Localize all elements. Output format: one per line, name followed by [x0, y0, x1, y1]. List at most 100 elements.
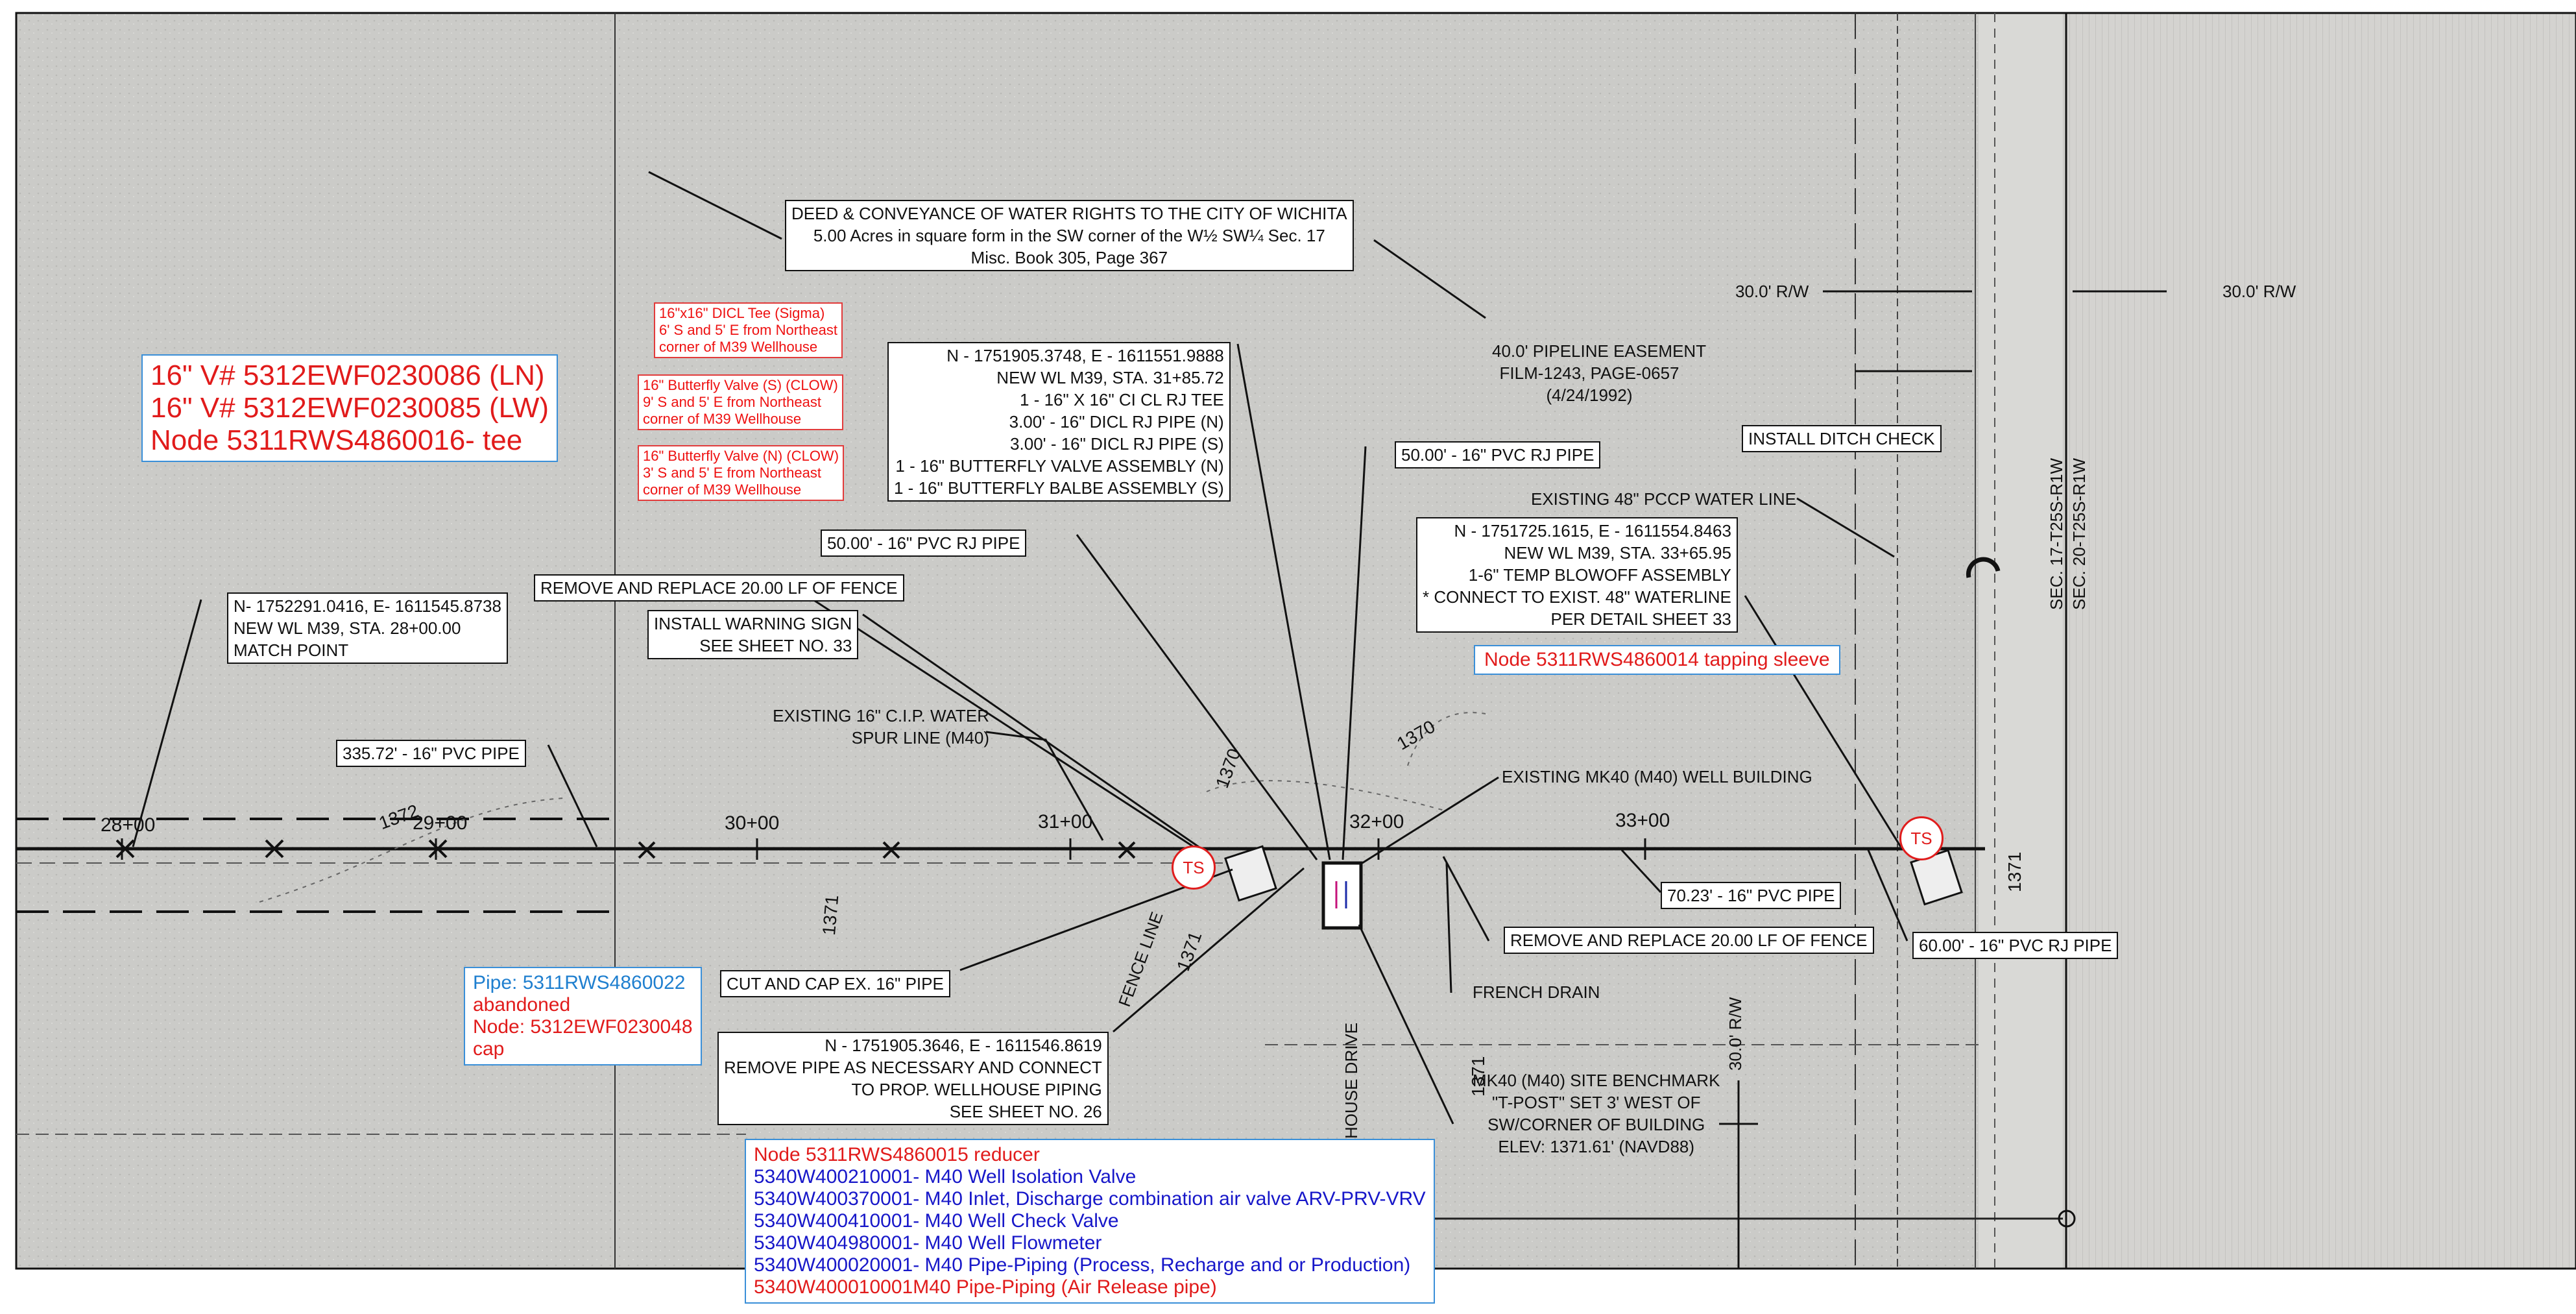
existing-48-callout: EXISTING 48" PCCP WATER LINE — [1531, 489, 1796, 509]
deed-line2: 5.00 Acres in square form in the SW corn… — [813, 226, 1325, 245]
tee-assembly-line4: 3.00' - 16" DICL RJ PIPE (N) — [1009, 412, 1224, 432]
existing-spur-line2: SPUR LINE (M40) — [851, 728, 989, 748]
station-28: 28+00 — [101, 814, 156, 836]
valve-s-line2: 9' S and 5' E from Northeast — [643, 394, 821, 410]
station-33: 33+00 — [1615, 810, 1670, 831]
reducer-note-line4: 5340W400410001- M40 Well Check Valve — [754, 1210, 1119, 1232]
pvc-335-callout: 335.72' - 16" PVC PIPE — [336, 740, 526, 767]
benchmark-line3: SW/CORNER OF BUILDING — [1487, 1115, 1705, 1134]
match-point-callout: N- 1752291.0416, E- 1611545.8738 NEW WL … — [227, 592, 508, 664]
ditch-check-symbol — [1966, 557, 2001, 578]
tapping-sleeve-east-symbol: TS — [1899, 816, 1944, 860]
pipe-note-line4: cap — [473, 1038, 505, 1060]
ditch-check-callout: INSTALL DITCH CHECK — [1742, 425, 1942, 452]
french-drain-label: FRENCH DRAIN — [1473, 982, 1600, 1002]
existing-spur-callout: EXISTING 16" C.I.P. WATER SPUR LINE (M40… — [762, 705, 989, 749]
valve-n-note: 16" Butterfly Valve (N) (CLOW) 3' S and … — [638, 445, 845, 501]
fence-crosses — [115, 839, 1136, 859]
blowoff-line2: NEW WL M39, STA. 33+65.95 — [1504, 543, 1731, 563]
tee-location-line3: corner of M39 Wellhouse — [659, 339, 818, 355]
pvc-rj-50-west-callout: 50.00' - 16" PVC RJ PIPE — [821, 529, 1027, 557]
reducer-note-line5: 5340W404980001- M40 Well Flowmeter — [754, 1232, 1102, 1254]
road-strip — [1979, 13, 2063, 1269]
remove-pipe-callout: N - 1751905.3646, E - 1611546.8619 REMOV… — [717, 1032, 1109, 1125]
tee-assembly-line5: 3.00' - 16" DICL RJ PIPE (S) — [1010, 434, 1224, 454]
tapping-sleeve-note: Node 5311RWS4860014 tapping sleeve — [1474, 645, 1840, 675]
warning-sign-line2: SEE SHEET NO. 33 — [699, 636, 852, 655]
row-west-label: 30.0' R/W — [1735, 282, 1809, 301]
remove-pipe-line3: TO PROP. WELLHOUSE PIPING — [851, 1080, 1102, 1099]
row-vertical-label: 30.0' R/W — [1726, 997, 1745, 1071]
reducer-note-line6: 5340W400020001- M40 Pipe-Piping (Process… — [754, 1254, 1411, 1276]
tee-assembly-line6: 1 - 16" BUTTERFLY VALVE ASSEMBLY (N) — [895, 456, 1224, 476]
tee-assembly-line1: N - 1751905.3748, E - 1611551.9888 — [946, 346, 1224, 365]
pvc-rj-60-callout: 60.00' - 16" PVC RJ PIPE — [1912, 932, 2119, 959]
contour-1371-west: 1371 — [819, 894, 843, 936]
existing-spur-line1: EXISTING 16" C.I.P. WATER — [773, 706, 989, 725]
match-point-line1: N- 1752291.0416, E- 1611545.8738 — [234, 596, 501, 616]
valve-box-west — [1224, 845, 1277, 902]
wellhouse-building — [1321, 861, 1363, 930]
tee-node-note-line2: 16" V# 5312EWF0230085 (LW) — [150, 392, 549, 424]
tapping-sleeve-text: Node 5311RWS4860014 tapping sleeve — [1484, 649, 1830, 670]
tee-node-note-line1: 16" V# 5312EWF0230086 (LN) — [150, 359, 545, 391]
blowoff-line5: PER DETAIL SHEET 33 — [1550, 609, 1731, 629]
valve-s-line3: corner of M39 Wellhouse — [643, 411, 802, 427]
pvc-rj-50-north-callout: 50.00' - 16" PVC RJ PIPE — [1395, 441, 1601, 468]
section-20-label: SEC. 20-T25S-R1W — [2069, 457, 2089, 610]
tee-assembly-line7: 1 - 16" BUTTERFLY BALBE ASSEMBLY (S) — [894, 478, 1224, 498]
pipe-note-line1: Pipe: 5311RWS4860022 — [473, 972, 686, 993]
benchmark-line4: ELEV: 1371.61' (NAVD88) — [1498, 1137, 1695, 1156]
valve-s-note: 16" Butterfly Valve (S) (CLOW) 9' S and … — [638, 374, 843, 430]
valve-n-line1: 16" Butterfly Valve (N) (CLOW) — [643, 448, 839, 464]
row-east-label: 30.0' R/W — [2222, 282, 2296, 301]
station-31: 31+00 — [1038, 811, 1093, 833]
reducer-note-line2: 5340W400210001- M40 Well Isolation Valve — [754, 1166, 1137, 1187]
pvc-70-callout: 70.23' - 16" PVC PIPE — [1661, 882, 1842, 909]
blowoff-line1: N - 1751725.1615, E - 1611554.8463 — [1454, 521, 1731, 541]
aerial-field-east — [2060, 13, 2576, 1269]
cut-cap-callout: CUT AND CAP EX. 16" PIPE — [720, 970, 950, 997]
match-point-line2: NEW WL M39, STA. 28+00.00 — [234, 618, 461, 638]
mk40-building-callout: EXISTING MK40 (M40) WELL BUILDING — [1502, 767, 1812, 786]
deed-line1: DEED & CONVEYANCE OF WATER RIGHTS TO THE… — [791, 204, 1347, 223]
tee-location-line1: 16"x16" DICL Tee (Sigma) — [659, 305, 825, 321]
valve-s-line1: 16" Butterfly Valve (S) (CLOW) — [643, 377, 838, 393]
contour-line-2 — [1206, 780, 1447, 812]
section-17-label: SEC. 17-T25S-R1W — [2047, 457, 2066, 610]
benchmark-line2: "T-POST" SET 3' WEST OF — [1491, 1093, 1701, 1112]
remove-pipe-line4: SEE SHEET NO. 26 — [949, 1102, 1102, 1121]
station-30: 30+00 — [725, 812, 780, 834]
valve-n-line2: 3' S and 5' E from Northeast — [643, 465, 821, 481]
leader-lines — [132, 171, 1908, 1125]
easement-line3: (4/24/1992) — [1546, 385, 1633, 405]
contour-1371-east: 1371 — [2004, 851, 2025, 892]
deed-line3: Misc. Book 305, Page 367 — [970, 248, 1168, 267]
station-29: 29+00 — [413, 812, 468, 834]
tee-assembly-line3: 1 - 16" X 16" CI CL RJ TEE — [1020, 390, 1224, 409]
reducer-node-note: Node 5311RWS4860015 reducer 5340W4002100… — [745, 1139, 1435, 1304]
easement-line1: 40.0' PIPELINE EASEMENT — [1492, 341, 1707, 361]
remove-pipe-line1: N - 1751905.3646, E - 1611546.8619 — [825, 1036, 1102, 1055]
contour-1371-south: 1371 — [1468, 1056, 1488, 1097]
tee-location-line2: 6' S and 5' E from Northeast — [659, 322, 837, 338]
valve-n-line3: corner of M39 Wellhouse — [643, 481, 802, 498]
warning-sign-line1: INSTALL WARNING SIGN — [654, 614, 852, 633]
deed-callout: DEED & CONVEYANCE OF WATER RIGHTS TO THE… — [785, 200, 1354, 271]
tee-assembly-callout: N - 1751905.3748, E - 1611551.9888 NEW W… — [887, 342, 1231, 502]
match-point-line3: MATCH POINT — [234, 640, 349, 660]
tee-location-note: 16"x16" DICL Tee (Sigma) 6' S and 5' E f… — [654, 302, 843, 358]
row-dimension — [1719, 290, 2167, 1269]
fence-replace-south-callout: REMOVE AND REPLACE 20.00 LF OF FENCE — [1504, 927, 1874, 954]
blowoff-line4: * CONNECT TO EXIST. 48" WATERLINE — [1423, 587, 1731, 607]
blowoff-callout: N - 1751725.1615, E - 1611554.8463 NEW W… — [1416, 517, 1738, 633]
fence-replace-north-callout: REMOVE AND REPLACE 20.00 LF OF FENCE — [534, 574, 904, 602]
pipeline-easement-callout: 40.0' PIPELINE EASEMENT FILM-1243, PAGE-… — [1492, 340, 1707, 406]
reducer-note-line1: Node 5311RWS4860015 reducer — [754, 1144, 1040, 1165]
tapping-sleeve-west-symbol: TS — [1172, 846, 1216, 890]
pipe-abandoned-note: Pipe: 5311RWS4860022 abandoned Node: 531… — [464, 967, 702, 1065]
tee-assembly-line2: NEW WL M39, STA. 31+85.72 — [996, 368, 1224, 387]
benchmark-callout: MK40 (M40) SITE BENCHMARK "T-POST" SET 3… — [1473, 1069, 1720, 1158]
remove-pipe-line2: REMOVE PIPE AS NECESSARY AND CONNECT — [724, 1058, 1102, 1077]
